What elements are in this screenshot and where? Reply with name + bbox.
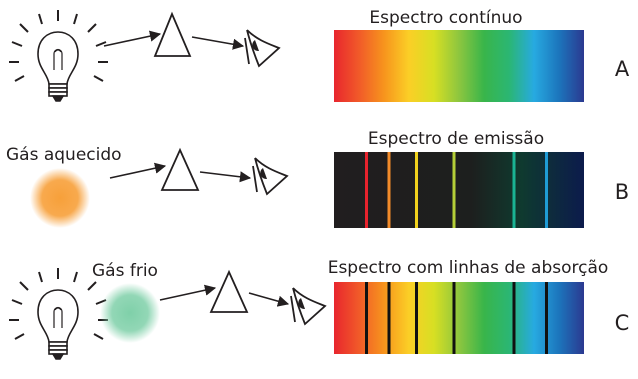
light-ray-arrow	[109, 162, 167, 179]
absorption-line-1	[365, 282, 368, 354]
emission-line-1	[365, 152, 368, 228]
absorption-spectrum	[334, 282, 584, 354]
eye-icon	[252, 157, 289, 196]
light-ray-arrow	[199, 171, 252, 183]
cold-gas-label: Gás frio	[92, 261, 158, 281]
row-letter-c: C	[615, 311, 630, 335]
emission-line-3	[415, 152, 418, 228]
hot-gas-label: Gás aquecido	[6, 145, 122, 165]
spectrum-title-b: Espectro de emissão	[368, 129, 544, 149]
row-letter-b: B	[615, 180, 629, 204]
light-ray-arrow	[159, 284, 217, 301]
prism-icon	[153, 11, 192, 57]
eye-icon	[290, 287, 327, 326]
light-ray-arrow	[191, 36, 245, 50]
light-ray-arrow	[248, 292, 290, 307]
emission-line-5	[512, 152, 516, 228]
spectrum-title-c: Espectro com linhas de absorção	[328, 258, 609, 278]
hot-gas-glow	[30, 168, 90, 228]
prism-icon	[209, 269, 249, 313]
absorption-line-2	[387, 282, 391, 354]
emission-line-2	[387, 152, 391, 228]
continuous-spectrum	[334, 30, 584, 102]
row-b: Gás aquecido Espectro de emissão B	[6, 129, 629, 228]
emission-spectrum	[334, 152, 584, 228]
absorption-line-5	[512, 282, 516, 354]
cold-gas-glow	[100, 283, 160, 343]
emission-lines	[365, 152, 548, 228]
prism-icon	[160, 147, 200, 191]
light-bulb-icon	[9, 10, 108, 102]
absorption-line-4	[452, 282, 456, 354]
emission-line-6	[545, 152, 548, 228]
absorption-lines	[365, 282, 548, 354]
row-letter-a: A	[615, 57, 630, 81]
spectrum-title-a: Espectro contínuo	[369, 8, 522, 28]
light-ray-arrow	[103, 30, 162, 47]
row-c: Gás frio Espectro com linhas de absorção…	[9, 258, 630, 360]
row-a: Espectro contínuo A	[9, 8, 630, 102]
absorption-line-3	[415, 282, 418, 354]
eye-icon	[244, 29, 281, 68]
absorption-line-6	[545, 282, 548, 354]
emission-line-4	[452, 152, 456, 228]
light-bulb-icon	[9, 268, 108, 360]
